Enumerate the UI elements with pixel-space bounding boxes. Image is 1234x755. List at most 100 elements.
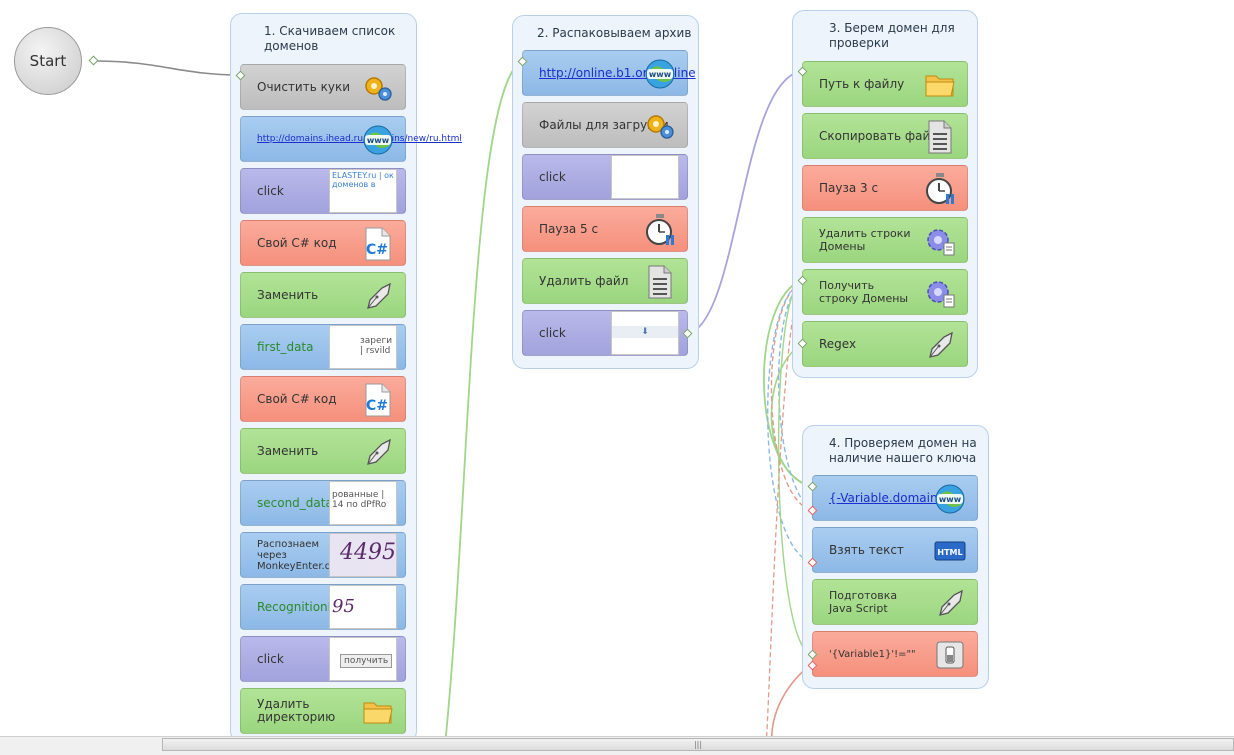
block-csharp-code-2[interactable]: Свой C# код C#: [240, 376, 406, 422]
block-label: Пауза 3 с: [819, 180, 879, 195]
block-clear-cookies[interactable]: Очистить куки: [240, 64, 406, 110]
group-title: 3. Берем домен для проверки: [829, 21, 955, 50]
block-copy-file[interactable]: Скопировать файл: [802, 113, 968, 159]
captcha-thumbnail: 4495: [329, 533, 397, 577]
block-regex[interactable]: Regex: [802, 321, 968, 367]
svg-text:www: www: [939, 495, 962, 504]
start-output-port[interactable]: [88, 55, 99, 66]
element-thumbnail: [611, 155, 679, 199]
block-click-get[interactable]: click получить: [240, 636, 406, 682]
element-thumbnail: ELASTEY.ru | ок доменов в: [329, 169, 397, 213]
pen-nib-icon: [933, 586, 967, 620]
block-label: RecognitionResult0: [257, 599, 373, 614]
gear-doc-icon: [923, 224, 957, 258]
block-if-condition[interactable]: '{Variable1}'!="": [812, 631, 978, 677]
www-globe-icon: www: [933, 482, 967, 516]
svg-text:C#: C#: [366, 242, 388, 258]
block-label: first_data: [257, 339, 314, 354]
block-csharp-code-1[interactable]: Свой C# код C#: [240, 220, 406, 266]
block-get-row-domains[interactable]: Получить строку Домены: [802, 269, 968, 315]
block-label: Удалить директорию: [257, 697, 336, 724]
block-replace-1[interactable]: Заменить: [240, 272, 406, 318]
gear-doc-icon: [923, 276, 957, 310]
wire-group2-to-group3: [687, 70, 803, 335]
element-thumbnail: получить: [329, 637, 397, 681]
block-recognition-result[interactable]: RecognitionResult0 95: [240, 584, 406, 630]
block-navigate-domains-url[interactable]: http://domains.ihead.ru/domains/new/ru.h…: [240, 116, 462, 162]
stopwatch-icon: [923, 172, 957, 206]
block-label: Взять текст: [829, 542, 904, 557]
pen-nib-icon: [361, 435, 395, 469]
block-pause-3s[interactable]: Пауза 3 с: [802, 165, 968, 211]
block-label: Заменить: [257, 287, 319, 302]
gears-icon: [643, 109, 677, 143]
scrollbar-grip[interactable]: |||: [693, 740, 703, 749]
block-files-to-upload[interactable]: Файлы для загрузки: [522, 102, 688, 148]
element-thumbnail: 95: [329, 585, 397, 629]
block-label: Свой C# код: [257, 391, 337, 406]
block-label: second_data: [257, 495, 333, 510]
block-second-data[interactable]: second_data рованные | 14 по dPfRo: [240, 480, 406, 526]
block-label: Путь к файлу: [819, 76, 905, 91]
csharp-file-icon: C#: [361, 383, 395, 417]
group-title: 2. Распаковываем архив: [537, 26, 692, 40]
group-title: 1. Скачиваем список доменов: [264, 24, 396, 53]
block-url-label: http://online.b1.org/online: [539, 65, 696, 80]
block-label: click: [257, 651, 284, 666]
www-globe-icon: www: [361, 123, 395, 157]
block-label: '{Variable1}'!="": [829, 648, 916, 660]
block-navigate-online-url[interactable]: http://online.b1.org/online www: [522, 50, 696, 96]
svg-text:HTML: HTML: [937, 548, 962, 557]
element-thumbnail: рованные | 14 по dPfRo: [329, 481, 397, 525]
block-label: click: [539, 325, 566, 340]
block-label: Очистить куки: [257, 79, 350, 94]
element-thumbnail: зареги | rsvild: [329, 325, 397, 369]
block-click-2[interactable]: click: [522, 154, 688, 200]
block-prepare-javascript[interactable]: Подготовка Java Script: [812, 579, 978, 625]
block-delete-file[interactable]: Удалить файл: [522, 258, 688, 304]
document-icon: [643, 265, 677, 299]
block-replace-2[interactable]: Заменить: [240, 428, 406, 474]
svg-text:www: www: [649, 70, 672, 79]
wire-start-to-clear-cookies: [94, 60, 241, 76]
start-label: Start: [29, 52, 67, 70]
block-label: Файлы для загрузки: [539, 117, 669, 132]
block-label: Заменить: [257, 443, 319, 458]
download-arrow-icon: ⬇: [612, 326, 678, 338]
start-node[interactable]: Start: [14, 27, 82, 95]
block-label: Свой C# код: [257, 235, 337, 250]
block-delete-rows-domains[interactable]: Удалить строки Домены: [802, 217, 968, 263]
element-thumbnail: ⬇: [611, 311, 679, 355]
block-pause-5s[interactable]: Пауза 5 с: [522, 206, 688, 252]
switch-icon: [933, 638, 967, 672]
block-delete-directory[interactable]: Удалить директорию: [240, 688, 406, 734]
group-title: 4. Проверяем домен на наличие нашего клю…: [829, 436, 977, 465]
block-label: Удалить строки Домены: [819, 227, 911, 253]
block-first-data[interactable]: first_data зареги | rsvild: [240, 324, 406, 370]
svg-text:C#: C#: [366, 398, 388, 414]
block-label: Распознаем через MonkeyEnter.dll: [257, 538, 337, 572]
html-icon: HTML: [933, 534, 967, 568]
block-file-path[interactable]: Путь к файлу: [802, 61, 968, 107]
block-url-label: {-Variable.domain-}: [829, 490, 950, 505]
www-globe-icon: www: [643, 57, 677, 91]
block-label: Скопировать файл: [819, 128, 938, 143]
block-take-text[interactable]: Взять текст HTML: [812, 527, 978, 573]
block-label: Удалить файл: [539, 273, 629, 288]
csharp-file-icon: C#: [361, 227, 395, 261]
block-label: Пауза 5 с: [539, 221, 599, 236]
horizontal-scrollbar[interactable]: |||: [162, 738, 1234, 751]
wire-group1-to-group2: [444, 61, 521, 746]
pen-nib-icon: [361, 279, 395, 313]
block-recognize-monkeyenter[interactable]: Распознаем через MonkeyEnter.dll 4495: [240, 532, 406, 578]
block-navigate-variable-domain[interactable]: {-Variable.domain-} www: [812, 475, 978, 521]
block-click-1[interactable]: click ELASTEY.ru | ок доменов в: [240, 168, 406, 214]
block-click-download[interactable]: click ⬇: [522, 310, 688, 356]
svg-text:www: www: [367, 136, 390, 145]
folder-icon: [361, 695, 395, 729]
pen-nib-icon: [923, 328, 957, 362]
folder-icon: [923, 68, 957, 102]
block-url-label: http://domains.ihead.ru/domains/new/ru.h…: [257, 133, 462, 144]
block-label: click: [539, 169, 566, 184]
